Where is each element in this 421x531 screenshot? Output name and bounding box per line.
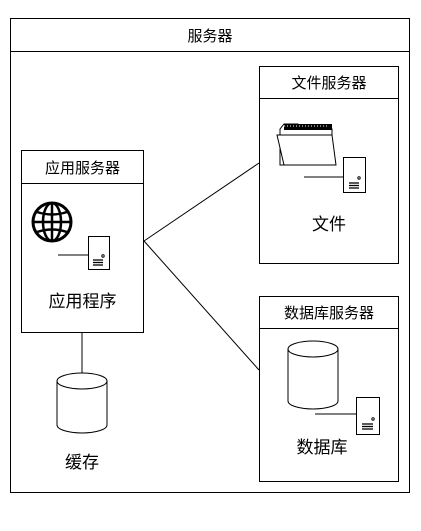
db-server-server-icon bbox=[356, 397, 380, 435]
file-server-link-line bbox=[304, 176, 344, 178]
app-server-link-line bbox=[58, 254, 92, 256]
connector-app-to-file bbox=[143, 162, 260, 242]
app-server-box: 应用服务器 bbox=[21, 150, 144, 333]
server-icon bbox=[88, 236, 110, 270]
db-server-link-line bbox=[315, 413, 357, 415]
cache-label: 缓存 bbox=[65, 453, 99, 473]
folder-icon bbox=[276, 123, 337, 166]
outer-server-title: 服务器 bbox=[11, 19, 409, 52]
app-server-label: 应用程序 bbox=[48, 292, 117, 312]
database-cylinder-icon bbox=[287, 340, 339, 410]
file-server-label: 文件 bbox=[312, 215, 346, 235]
file-server-title: 文件服务器 bbox=[260, 67, 398, 99]
globe-icon bbox=[31, 201, 73, 243]
db-server-title: 数据库服务器 bbox=[260, 297, 398, 329]
app-server-title: 应用服务器 bbox=[22, 151, 143, 184]
db-server-label: 数据库 bbox=[296, 438, 348, 458]
connector-app-to-db bbox=[143, 240, 260, 371]
cache-database-icon bbox=[56, 372, 108, 434]
file-server-server-icon bbox=[343, 157, 366, 193]
